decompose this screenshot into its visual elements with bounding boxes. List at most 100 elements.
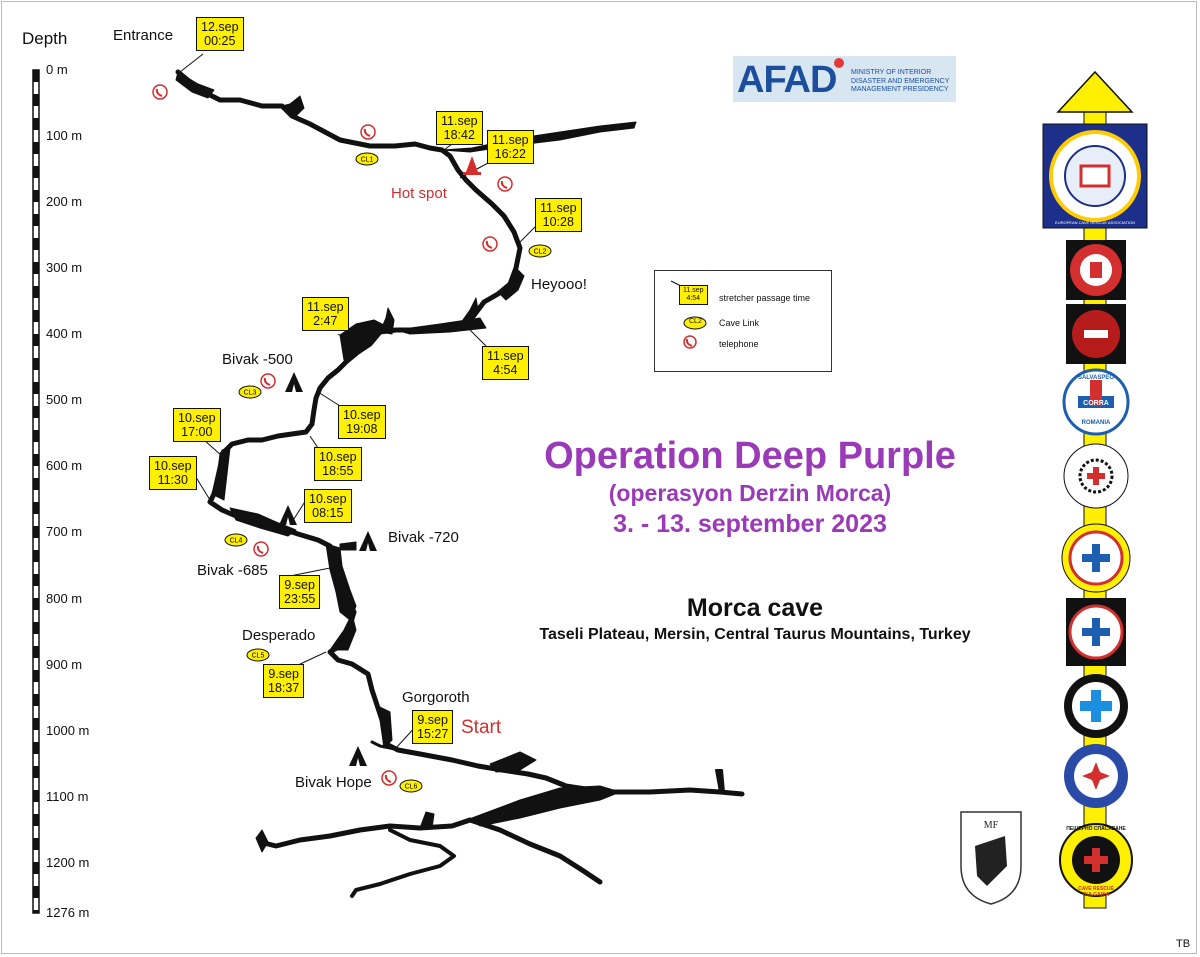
rescue-organizations-column: EUROPEAN CAVE RESCUE ASSOCIATION CORRA: [1042, 70, 1148, 909]
telephone-icon: [497, 176, 513, 192]
salvaspeo-romania-logo: CORRA: [1062, 368, 1130, 436]
depth-tick-label: 1000 m: [46, 722, 90, 738]
cave-link-marker: CL3: [238, 385, 262, 399]
ruler-segment: [33, 622, 39, 634]
depth-ruler: [32, 69, 40, 914]
ruler-segment: [33, 406, 39, 418]
legend-telephone-label: telephone: [719, 339, 759, 349]
author-credit: TB: [1176, 938, 1191, 950]
bivak-720-label: Bivak -720: [388, 529, 459, 546]
cave-link-marker: CL4: [224, 533, 248, 547]
ruler-segment: [33, 454, 39, 466]
depth-tick-label: 500 m: [46, 392, 83, 408]
svg-text:CL1: CL1: [361, 157, 374, 164]
up-arrow-icon: [1056, 70, 1134, 113]
gorgoroth-label: Gorgoroth: [402, 689, 470, 706]
depth-tick-label: 400 m: [46, 326, 83, 342]
cave-link-marker: CL1: [355, 152, 379, 166]
svg-text:CL5: CL5: [252, 653, 265, 660]
depth-tick-label: 0 m: [46, 62, 68, 77]
ruler-segment: [33, 910, 39, 913]
cave-link-markers: CL1 CL2 CL3 CL4 CL5 CL6: [224, 152, 552, 793]
depth-tick-label: 1276 m: [46, 905, 90, 920]
afad-wordmark: AFAD: [737, 59, 837, 101]
ruler-segment: [33, 862, 39, 874]
ruler-segment: [33, 238, 39, 250]
ruler-segment: [33, 382, 39, 394]
ruler-segment: [33, 718, 39, 730]
depth-tick-label: 900 m: [46, 656, 83, 672]
telephone-icon: [482, 236, 498, 252]
cave-link-marker: CL5: [246, 648, 270, 662]
ruler-segment: [33, 574, 39, 586]
ruler-segment: [33, 190, 39, 202]
telephone-icon: [152, 84, 168, 100]
cave-link-marker: CL6: [399, 779, 423, 793]
bulgaria-bottom-text: CAVE RESCUE BULGARIA: [1078, 886, 1114, 898]
ruler-segment: [33, 598, 39, 610]
entrance-label: Entrance: [113, 27, 174, 44]
hot-spot-label: Hot spot: [391, 185, 447, 202]
legend-stretcher-label: stretcher passage time: [719, 293, 811, 303]
ruler-segment: [33, 358, 39, 370]
hungary-cave-rescue-logo: [1063, 443, 1129, 509]
depth-tick-label: 800 m: [46, 590, 83, 606]
ruler-segment: [33, 70, 39, 82]
tent-markers: [279, 372, 377, 766]
tent-icon: [349, 746, 367, 766]
ruler-segment: [33, 814, 39, 826]
ruler-segment: [33, 310, 39, 322]
ruler-segment: [33, 790, 39, 802]
bulgaria-top-text: ПЕЩЕРНО СПАСЯВАНЕ: [1066, 826, 1126, 832]
svg-text:CORRA: CORRA: [1083, 400, 1109, 407]
time-box-pointers: [179, 53, 539, 749]
national-cave-rescue-logo: [1066, 304, 1126, 364]
operation-title: Operation Deep Purple: [544, 435, 956, 477]
cave-passages: [175, 69, 745, 898]
bivak-500-label: Bivak -500: [222, 351, 293, 368]
tent-icon: [279, 505, 297, 525]
legend-graphics: [670, 280, 707, 349]
slovenia-cave-rescue-logo: [1066, 598, 1126, 666]
cave-location: Taseli Plateau, Mersin, Central Taurus M…: [539, 626, 971, 643]
depth-tick-label: 1200 m: [46, 854, 90, 870]
ruler-segment: [33, 550, 39, 562]
ruler-segment: [33, 334, 39, 346]
ruler-segment: [33, 166, 39, 178]
depth-tick-label: 1100 m: [46, 788, 89, 804]
telephone-icon: [683, 335, 697, 349]
turkey-cave-rescue-logo: [1066, 240, 1126, 300]
blue-cross-rescue-logo: [1064, 674, 1128, 738]
ruler-segment: [33, 766, 39, 778]
salvaspeo-bottom-text: ROMANIA: [1081, 420, 1111, 426]
croatia-cave-rescue-logo: [1064, 744, 1128, 808]
ecra-logo: EUROPEAN CAVE RESCUE ASSOCIATION: [1042, 123, 1148, 229]
legend-cave-link-label: Cave Link: [719, 318, 760, 328]
operation-subtitle: (operasyon Derzin Morca): [608, 480, 892, 506]
svg-text:CL6: CL6: [405, 784, 418, 791]
depth-tick-label: 600 m: [46, 458, 83, 474]
telephone-icon: [253, 541, 269, 557]
ruler-segment: [33, 502, 39, 514]
svg-text:CL3: CL3: [244, 390, 257, 397]
ruler-segment: [33, 670, 39, 682]
legend-sample-cl: CL2: [689, 318, 702, 325]
ruler-segment: [33, 694, 39, 706]
ruler-segment: [33, 838, 39, 850]
depth-tick-label: 700 m: [46, 524, 83, 540]
